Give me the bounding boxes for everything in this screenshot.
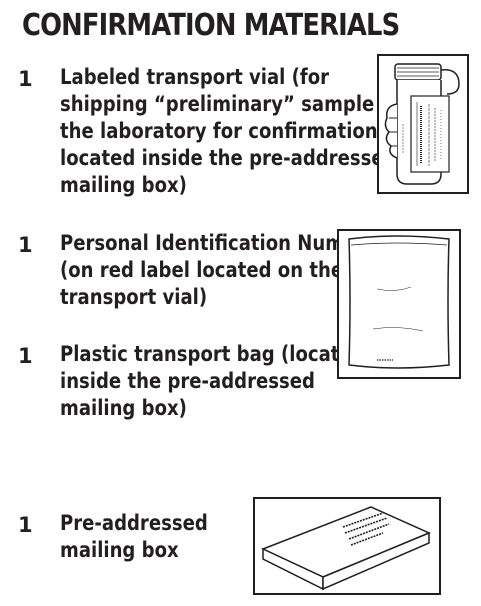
item-quantity: 1 [18,513,33,537]
item-description: Pre-addressed mailing box [60,511,208,562]
mailing-box-illustration [253,497,441,595]
transport-vial-illustration [377,54,469,194]
item-description: Labeled transport vial (for shipping “pr… [60,65,402,197]
item-quantity: 1 [18,344,33,368]
item-quantity: 1 [18,233,33,257]
transport-bag-illustration [337,229,461,379]
item-description: Plastic transport bag (located inside th… [60,342,365,420]
item-quantity: 1 [18,67,33,91]
item-description: Personal Identification Number (on red l… [60,231,378,309]
page-title: CONFIRMATION MATERIALS [22,8,400,43]
